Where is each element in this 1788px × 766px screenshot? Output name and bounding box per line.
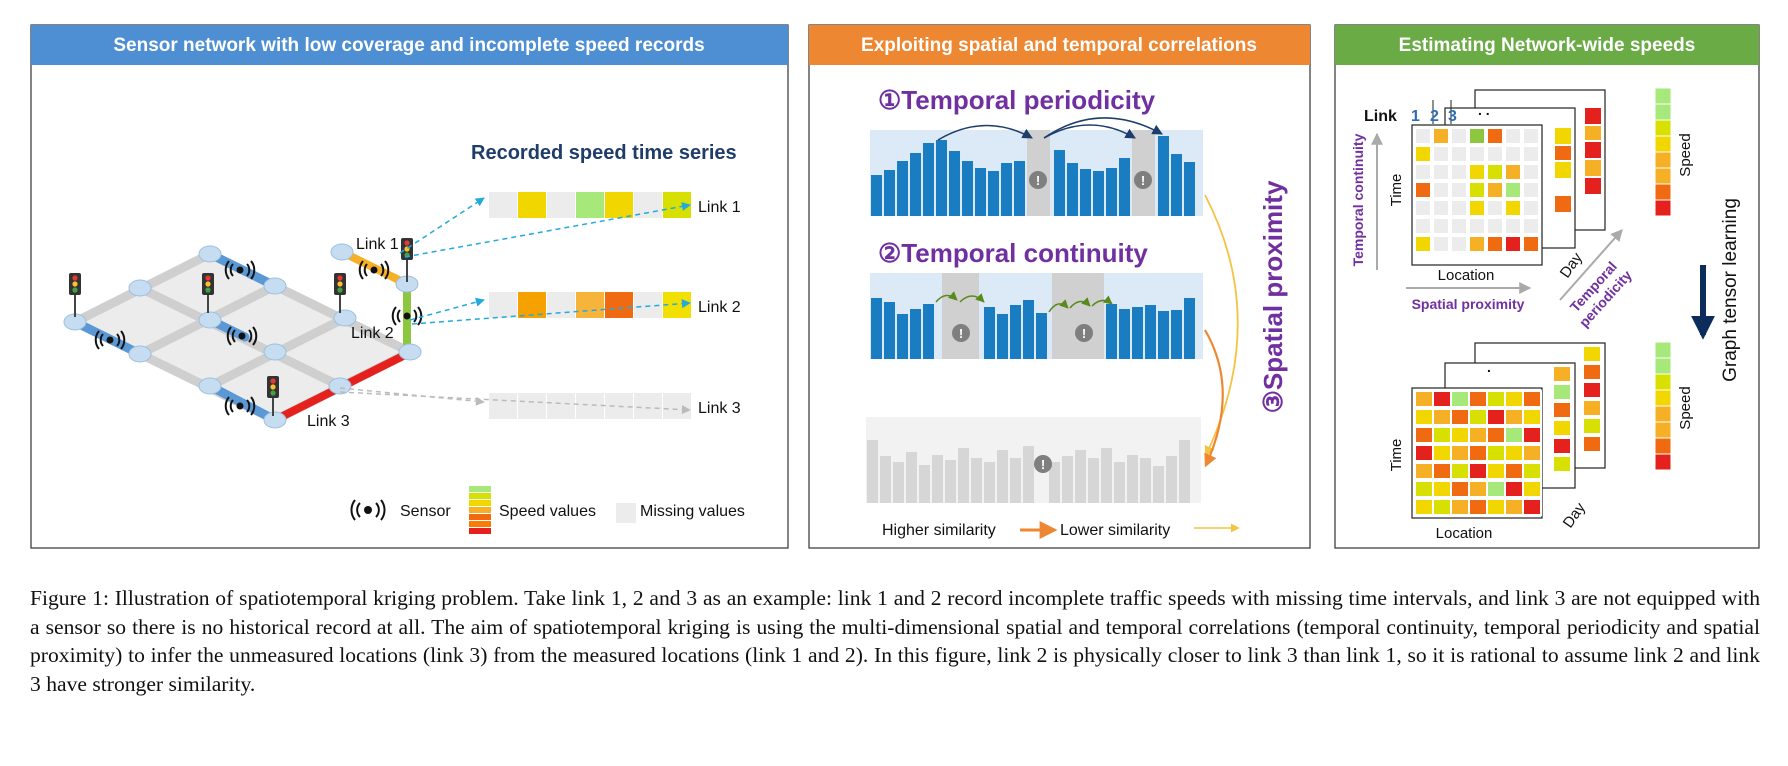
speed-label-bottom: Speed (1677, 386, 1694, 429)
sensor-icon (224, 260, 256, 280)
svg-text:!: ! (1141, 173, 1145, 188)
axis-time-bottom: Time (1388, 439, 1405, 472)
right-panel: Estimating Network-wide speeds (1334, 24, 1760, 549)
link-num-2: 2 (1430, 108, 1439, 125)
graph-tensor-learning: Graph tensor learning (1720, 198, 1741, 382)
continuity-bars: ! ! (870, 273, 1203, 359)
series-label-link2: Link 2 (698, 299, 741, 316)
legend: Sensor Speed values Missing values (350, 486, 745, 534)
sensor-icon (224, 396, 256, 416)
sensor-icon (391, 306, 423, 326)
speed-scale-top (1654, 87, 1672, 217)
road-nodes (63, 243, 422, 429)
missing-icon: ! (1075, 324, 1093, 342)
traffic-light-icon (267, 376, 279, 416)
map-label-link3: Link 3 (307, 413, 350, 430)
figure-1: Sensor network with low coverage and inc… (30, 24, 1760, 549)
axis-time-top: Time (1388, 174, 1405, 207)
speed-scale-bottom (1654, 341, 1672, 471)
middle-panel: Exploiting spatial and temporal correlat… (808, 24, 1311, 549)
left-panel-header (31, 25, 788, 65)
axis-location-top: Location (1438, 267, 1495, 284)
svg-text:!: ! (1082, 326, 1086, 341)
left-panel-title: Sensor network with low coverage and inc… (113, 35, 704, 56)
legend-speed: Speed values (499, 503, 596, 520)
map-label-link1: Link 1 (356, 236, 399, 253)
traffic-light-icon (69, 273, 81, 317)
middle-panel-title: Exploiting spatial and temporal correlat… (861, 35, 1257, 56)
complete-tensor: . (1411, 342, 1606, 519)
spatial-proximity-heading: ③Spatial proximity (1258, 180, 1288, 413)
series-label-link1: Link 1 (698, 199, 741, 216)
similarity-bars: ! (866, 417, 1201, 503)
series-title: Recorded speed time series (471, 142, 737, 164)
sensor-icon (358, 260, 390, 280)
svg-text:!: ! (1036, 173, 1040, 188)
series-link2 (489, 292, 691, 318)
series-label-link3: Link 3 (698, 400, 741, 417)
missing-icon: ! (1029, 171, 1047, 189)
temporal-periodicity-heading: ①Temporal periodicity (878, 85, 1156, 115)
link-num-1: 1 (1411, 108, 1420, 125)
speed-label-top: Speed (1677, 133, 1694, 176)
speed-scale-icon (469, 486, 491, 534)
svg-text:!: ! (1041, 457, 1045, 472)
link-axis-label: Link (1364, 108, 1397, 125)
missing-icon: ! (1134, 171, 1152, 189)
traffic-light-icon (334, 273, 346, 313)
incomplete-tensor (1411, 89, 1606, 266)
ellipsis-dots: . (1487, 359, 1491, 375)
right-panel-title: Estimating Network-wide speeds (1399, 35, 1696, 56)
svg-text:!: ! (959, 326, 963, 341)
sensor-icon (94, 330, 126, 350)
axis-location-bottom: Location (1436, 525, 1493, 542)
legend-sensor: Sensor (400, 503, 451, 520)
arrow-to-series (404, 202, 691, 258)
map-label-link2: Link 2 (351, 325, 394, 342)
middle-panel-header (809, 25, 1310, 65)
series-link3 (489, 393, 691, 419)
temporal-continuity-heading: ②Temporal continuity (878, 238, 1148, 268)
arrow-to-series (399, 197, 485, 254)
missing-icon: ! (1034, 455, 1052, 473)
missing-swatch (616, 503, 636, 523)
left-panel: Sensor network with low coverage and inc… (30, 24, 789, 549)
ellipsis-dots: . . (1478, 102, 1490, 118)
sensor-icon (350, 499, 386, 521)
arrow-to-series (411, 299, 691, 325)
arrow-temporal-periodicity (1559, 229, 1623, 301)
arrow-link2-similarity (1204, 329, 1224, 468)
right-panel-header (1335, 25, 1759, 65)
arrow-to-series (339, 391, 691, 415)
traffic-light-icon (202, 273, 214, 313)
legend-missing: Missing values (640, 503, 745, 520)
figure-caption: Figure 1: Illustration of spatiotemporal… (30, 586, 1760, 696)
similarity-high: Higher similarity (882, 522, 996, 539)
series-link1 (489, 192, 691, 218)
spatial-proximity-label: Spatial proximity (1412, 296, 1525, 312)
similarity-low: Lower similarity (1060, 522, 1170, 539)
link-num-3: 3 (1448, 108, 1457, 125)
missing-icon: ! (952, 324, 970, 342)
arrow-to-series (409, 297, 485, 321)
sensor-icon (226, 326, 258, 346)
temporal-continuity-label: Temporal continuity (1350, 133, 1366, 266)
periodicity-bars: ! ! (870, 117, 1203, 216)
